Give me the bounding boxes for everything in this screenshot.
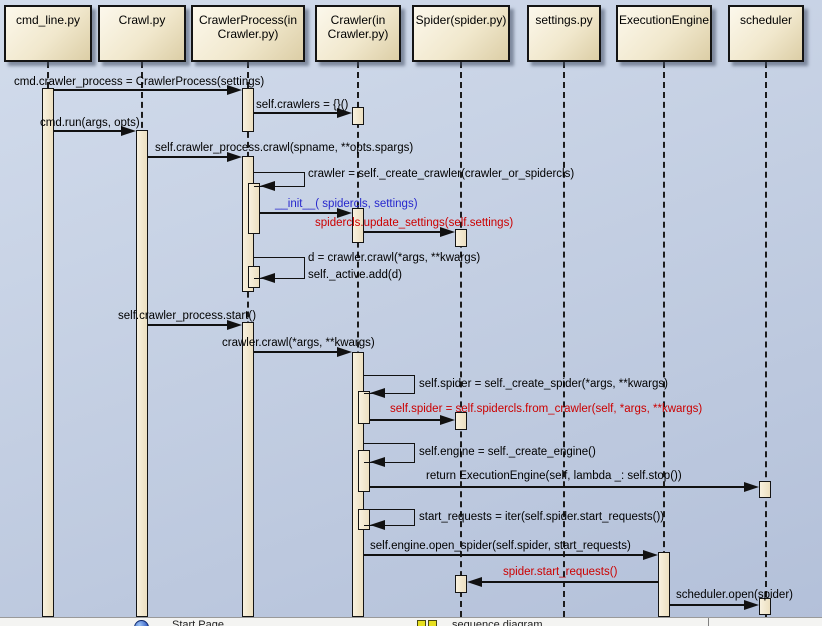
- activation-scheduler-return-engine: [759, 481, 771, 498]
- message-label-cmd-run[interactable]: cmd.run(args, opts): [40, 117, 140, 129]
- message-arrow-self-crawlers: [337, 107, 352, 118]
- activation-scheduler-open: [759, 598, 771, 615]
- activation-spider-update-settings: [455, 229, 467, 247]
- message-label-crawler-process-start[interactable]: self.crawler_process.start(): [118, 310, 257, 322]
- activation-crawler-init: [352, 208, 364, 243]
- lifeline-head-6[interactable]: ExecutionEngine: [616, 5, 712, 62]
- activation-spider-from-crawler: [455, 412, 467, 430]
- message-arrow-create-spider: [370, 388, 385, 398]
- message-loop-create-engine: [364, 443, 415, 463]
- message-arrow-crawler-crawl: [337, 346, 352, 357]
- message-label-create-engine[interactable]: self.engine = self._create_engine(): [419, 446, 596, 458]
- lifeline-head-0[interactable]: cmd_line.py: [4, 5, 92, 62]
- lifeline-head-7[interactable]: scheduler: [728, 5, 804, 62]
- message-arrow-create-crawler: [260, 181, 275, 191]
- activation-crawler-create-spider: [358, 391, 370, 424]
- lifeline-5: [563, 62, 565, 617]
- message-arrow-create-engine: [370, 457, 385, 467]
- message-arrow-cmd-run: [121, 125, 136, 136]
- lifeline-label: cmd_line.py: [15, 13, 81, 27]
- lifeline-3: [357, 62, 359, 617]
- activation-crawler-init-crawlers: [352, 107, 364, 125]
- activation-crawlerprocess-crawl-d: [248, 266, 260, 288]
- lifeline-label: Crawler(in Crawler.py): [327, 13, 389, 41]
- message-label-iter-start-requests[interactable]: start_requests = iter(self.spider.start_…: [419, 511, 665, 523]
- message-loop-crawl-deferred: [254, 257, 305, 279]
- message-label2-crawl-deferred[interactable]: self._active.add(d): [308, 269, 402, 281]
- lifeline-head-2[interactable]: CrawlerProcess(in Crawler.py): [191, 5, 305, 62]
- tab-sequence-diagram[interactable]: sequence diagram: [452, 619, 543, 626]
- message-label-return-execution-engine[interactable]: return ExecutionEngine(self, lambda _: s…: [426, 470, 682, 482]
- message-line-scheduler-open: [670, 604, 746, 606]
- message-arrow-iter-start-requests: [370, 520, 385, 530]
- message-arrow-spider-start-requests: [467, 576, 482, 587]
- message-label-engine-open-spider[interactable]: self.engine.open_spider(self.spider, sta…: [370, 540, 631, 552]
- activation-crawlerprocess-create-crawler: [248, 183, 260, 234]
- message-arrow-crawler-process-constructor: [227, 84, 242, 95]
- lifeline-head-5[interactable]: settings.py: [527, 5, 601, 62]
- activation-crawl-main: [136, 130, 148, 617]
- message-loop-create-crawler: [254, 172, 305, 187]
- lifeline-label: CrawlerProcess(in Crawler.py): [198, 13, 298, 41]
- lifeline-label: Spider(spider.py): [415, 13, 507, 27]
- lifeline-7: [765, 62, 767, 617]
- activation-executionengine-open-spider: [658, 552, 670, 617]
- message-label-update-settings[interactable]: spidercls.update_settings(self.settings): [315, 217, 514, 229]
- message-label-create-crawler[interactable]: crawler = self._create_crawler(crawler_o…: [308, 168, 575, 180]
- message-label-crawler-process-crawl[interactable]: self.crawler_process.crawl(spname, **opt…: [155, 142, 414, 154]
- message-label-create-spider[interactable]: self.spider = self._create_spider(*args,…: [419, 378, 668, 390]
- activation-cmd-line-main: [42, 88, 54, 617]
- message-label-from-crawler[interactable]: self.spider = self.spidercls.from_crawle…: [390, 403, 703, 415]
- message-arrow-crawler-init: [337, 207, 352, 218]
- lifeline-label: Crawl.py: [118, 13, 166, 27]
- activation-spider-start-requests: [455, 575, 467, 593]
- message-line-crawler-process-constructor: [54, 89, 229, 91]
- message-line-from-crawler: [370, 419, 442, 421]
- tab-start-page[interactable]: Start Page: [172, 619, 224, 626]
- message-arrow-update-settings: [440, 226, 455, 237]
- message-label-crawler-crawl[interactable]: crawler.crawl(*args, **kwargs): [222, 337, 375, 349]
- message-line-crawler-init: [260, 212, 339, 214]
- message-line-return-execution-engine: [370, 486, 746, 488]
- message-loop-iter-start-requests: [364, 509, 415, 526]
- message-arrow-from-crawler: [440, 414, 455, 425]
- message-line-self-crawlers: [254, 112, 339, 114]
- message-line-cmd-run: [54, 130, 123, 132]
- message-line-crawler-process-start: [148, 324, 229, 326]
- message-arrow-crawler-process-start: [227, 319, 242, 330]
- message-label-scheduler-open[interactable]: scheduler.open(spider): [676, 589, 793, 601]
- lifeline-head-1[interactable]: Crawl.py: [98, 5, 186, 62]
- message-arrow-crawler-process-crawl: [227, 151, 242, 162]
- message-label-crawler-init[interactable]: __init__( spidercls, settings): [275, 198, 418, 210]
- lifeline-head-4[interactable]: Spider(spider.py): [412, 5, 510, 62]
- message-line-crawler-process-crawl: [148, 156, 229, 158]
- lifeline-head-3[interactable]: Crawler(in Crawler.py): [315, 5, 401, 62]
- message-arrow-engine-open-spider: [643, 549, 658, 560]
- lifeline-4: [460, 62, 462, 617]
- lifeline-6: [663, 62, 665, 617]
- message-line-spider-start-requests: [480, 581, 658, 583]
- message-line-engine-open-spider: [364, 554, 645, 556]
- start-page-icon: [134, 620, 149, 626]
- message-arrow-scheduler-open: [744, 599, 759, 610]
- message-arrow-return-execution-engine: [744, 481, 759, 492]
- message-loop-create-spider: [364, 375, 415, 394]
- lifeline-label: settings.py: [535, 13, 593, 27]
- lifeline-label: scheduler: [739, 13, 793, 27]
- message-line-crawler-crawl: [254, 351, 339, 353]
- lifeline-label: ExecutionEngine: [618, 13, 710, 27]
- message-line-update-settings: [364, 231, 442, 233]
- activation-crawlerprocess-start: [242, 322, 254, 617]
- message-label-spider-start-requests[interactable]: spider.start_requests(): [503, 566, 618, 578]
- bottom-tab-bar: Start Page sequence diagram: [0, 617, 822, 626]
- message-label-crawl-deferred[interactable]: d = crawler.crawl(*args, **kwargs): [308, 252, 481, 264]
- message-arrow-crawl-deferred: [260, 273, 275, 283]
- message-label-self-crawlers[interactable]: self.crawlers = {}(): [256, 99, 349, 111]
- tab-bar-divider: [708, 618, 709, 626]
- activation-crawlerprocess-constructor: [242, 88, 254, 132]
- message-label-crawler-process-constructor[interactable]: cmd.crawler_process = CrawlerProcess(set…: [14, 76, 265, 88]
- activation-crawler-create-engine: [358, 450, 370, 492]
